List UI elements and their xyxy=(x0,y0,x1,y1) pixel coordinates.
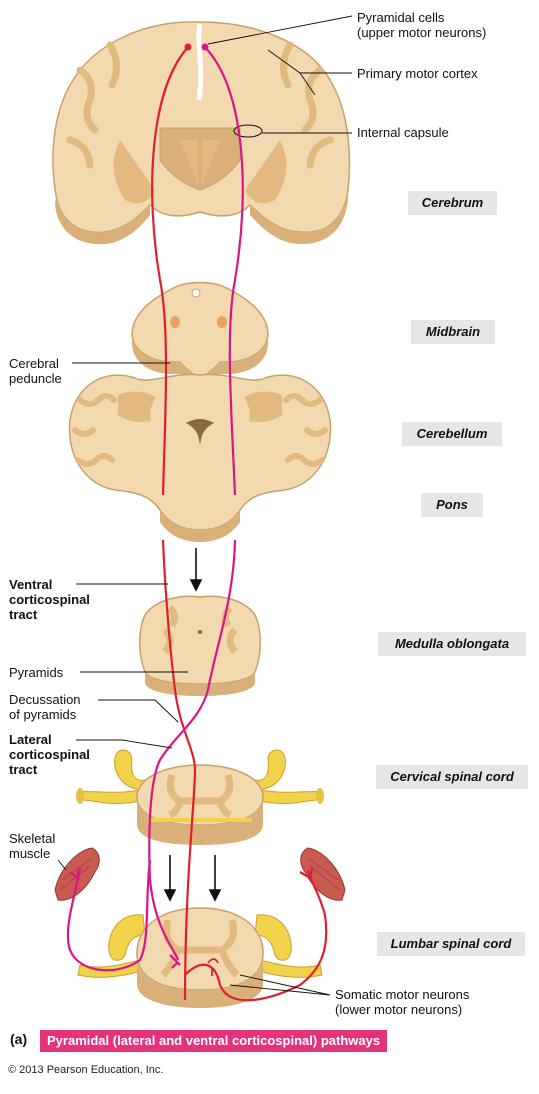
cervical-cord-section xyxy=(76,749,324,845)
region-pons: Pons xyxy=(421,493,483,517)
region-cervical: Cervical spinal cord xyxy=(376,765,528,789)
lumbar-cord-section xyxy=(77,907,323,1008)
copyright-notice: © 2013 Pearson Education, Inc. xyxy=(8,1064,164,1076)
internal-capsule-label: Internal capsule xyxy=(357,125,449,140)
magenta-pathway xyxy=(66,46,244,972)
skeletal-muscle-right xyxy=(300,847,346,901)
primary-motor-cortex-label: Primary motor cortex xyxy=(357,66,478,81)
cerebral-peduncle-label: Cerebral peduncle xyxy=(9,356,62,386)
motor-neuron-symbols xyxy=(207,958,219,976)
ventral-tract-label: Ventral corticospinal tract xyxy=(9,577,90,622)
lateral-tract-label: Lateral corticospinal tract xyxy=(9,732,90,777)
caption-letter: (a) xyxy=(10,1031,28,1047)
midbrain-section xyxy=(131,281,269,390)
cerebrum-section xyxy=(52,21,351,245)
red-pathway xyxy=(151,46,328,1002)
somatic-motor-neurons-label: Somatic motor neurons (lower motor neuro… xyxy=(335,987,470,1017)
caption-title: Pyramidal (lateral and ventral corticosp… xyxy=(40,1030,388,1052)
pyramids-label: Pyramids xyxy=(9,665,64,680)
skeletal-muscle-label: Skeletal muscle xyxy=(9,831,56,861)
region-cerebrum: Cerebrum xyxy=(408,191,497,215)
region-cerebellum: Cerebellum xyxy=(402,422,502,446)
cerebellum-pons-section xyxy=(68,373,332,542)
leader-lines xyxy=(57,15,353,996)
medulla-section xyxy=(139,595,261,696)
region-medulla: Medulla oblongata xyxy=(378,632,526,656)
pyramidal-cells-label: Pyramidal cells (upper motor neurons) xyxy=(357,10,487,40)
region-lumbar: Lumbar spinal cord xyxy=(377,932,525,956)
arrows xyxy=(163,548,222,902)
decussation-label: Decussation of pyramids xyxy=(9,692,81,722)
region-midbrain: Midbrain xyxy=(411,320,495,344)
